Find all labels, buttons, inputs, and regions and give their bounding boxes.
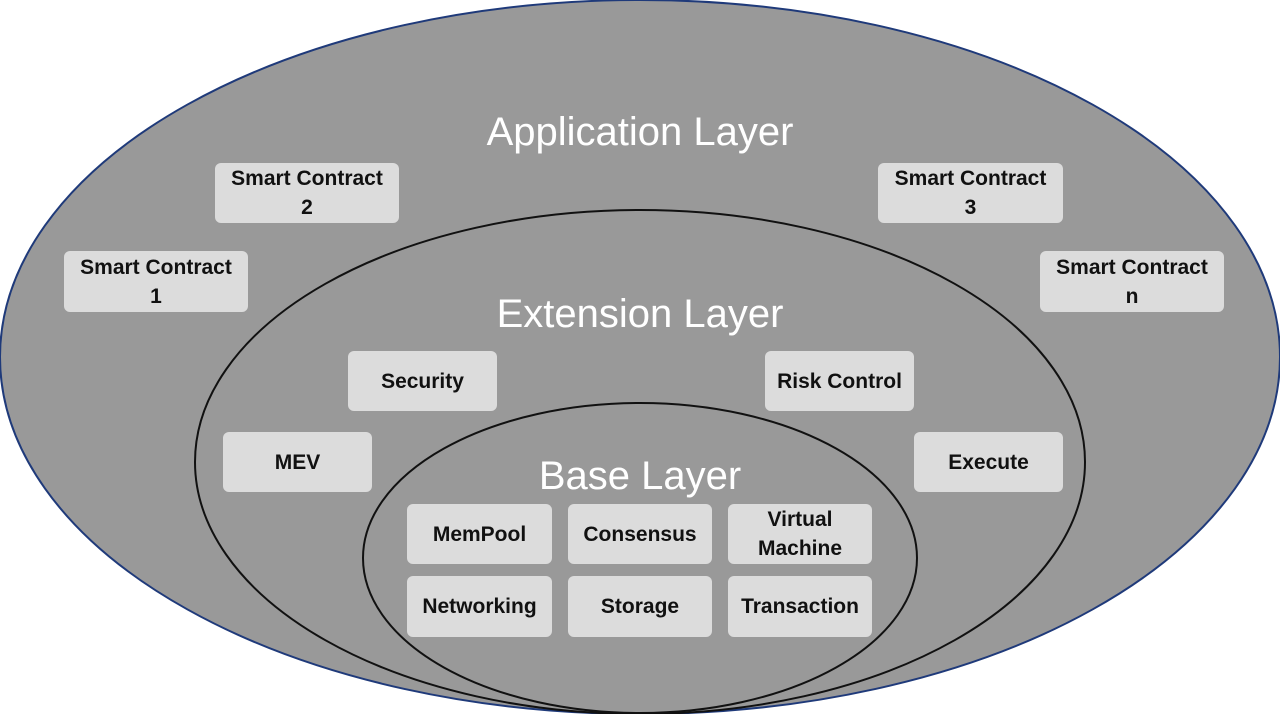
smart-contract-n-box: Smart Contract n <box>1040 251 1224 312</box>
smart-contract-3-box: Smart Contract 3 <box>878 163 1063 223</box>
smart-contract-2-box: Smart Contract 2 <box>215 163 399 223</box>
storage-box: Storage <box>568 576 712 637</box>
transaction-box: Transaction <box>728 576 872 637</box>
networking-box: Networking <box>407 576 552 637</box>
consensus-box: Consensus <box>568 504 712 564</box>
mempool-box: MemPool <box>407 504 552 564</box>
extension-layer-ellipse <box>194 209 1086 714</box>
security-box: Security <box>348 351 497 411</box>
extension-layer-title: Extension Layer <box>496 292 784 336</box>
execute-box: Execute <box>914 432 1063 492</box>
risk-control-box: Risk Control <box>765 351 914 411</box>
smart-contract-1-box: Smart Contract 1 <box>64 251 248 312</box>
application-layer-title: Application Layer <box>486 110 794 154</box>
base-layer-title: Base Layer <box>538 454 742 498</box>
mev-box: MEV <box>223 432 372 492</box>
base-layer-ellipse <box>362 402 918 714</box>
virtual-machine-box: Virtual Machine <box>728 504 872 564</box>
